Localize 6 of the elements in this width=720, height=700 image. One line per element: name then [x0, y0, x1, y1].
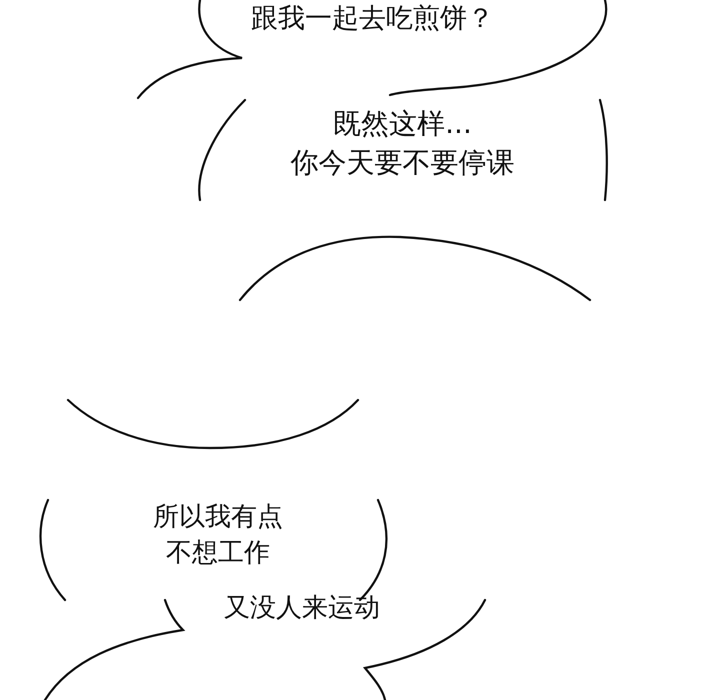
speech-text: 跟我一起去吃煎饼？: [250, 2, 495, 36]
speech-bubble: [135, 0, 610, 100]
speech-text: 又没人来运动: [223, 592, 381, 625]
speech-text: 所以我有点不想工作: [152, 501, 284, 570]
speech-text: 既然这样...你今天要不要停课: [290, 106, 516, 182]
speech-bubble: [195, 100, 610, 200]
